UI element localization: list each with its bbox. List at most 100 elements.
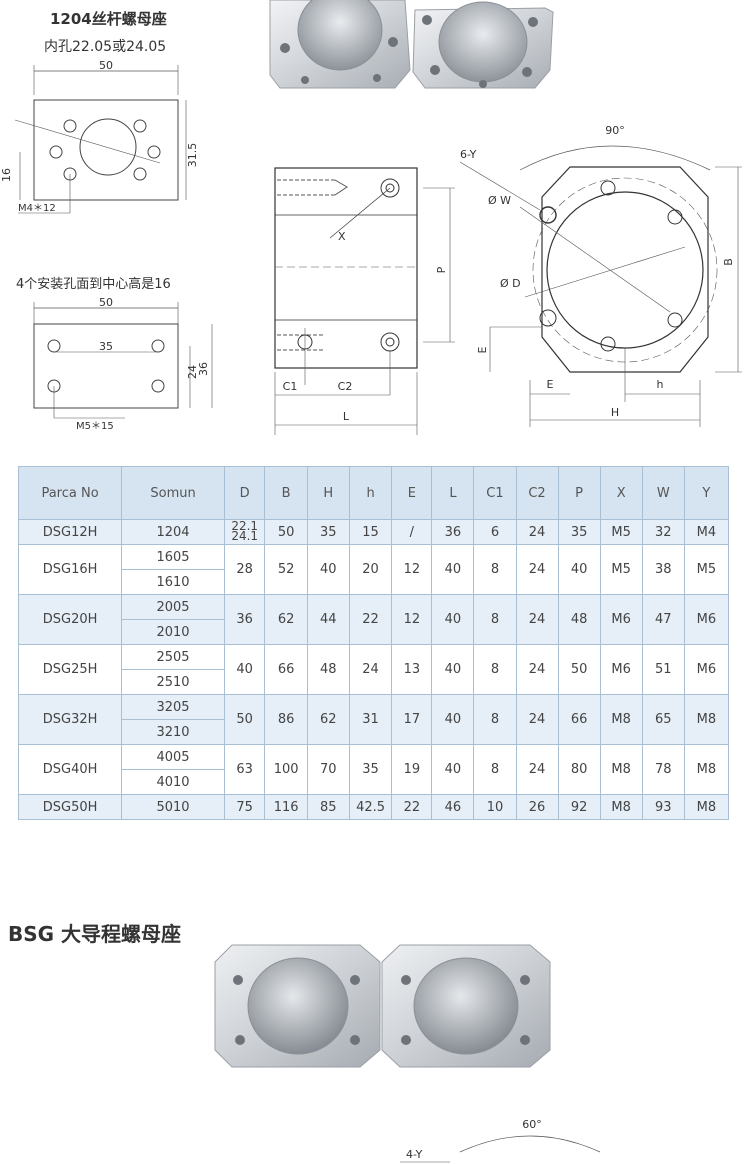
mounting-note: 4个安装孔面到中心高是16 (16, 277, 171, 292)
value-cell: M8 (683, 794, 730, 820)
col-header: Parca No (17, 466, 123, 520)
table-row: 2010 (19, 619, 729, 645)
value-cell: 40 (557, 544, 601, 595)
dim-c2: C2 (338, 380, 353, 393)
col-header: B (264, 466, 308, 520)
nut-cell: 1605 (121, 544, 225, 570)
value-cell: 20 (348, 544, 393, 595)
col-header: h (348, 466, 393, 520)
value-cell: 70 (306, 744, 350, 795)
nut-cell: 1610 (121, 569, 225, 595)
value-cell: 40 (431, 694, 475, 745)
value-cell: 92 (557, 794, 601, 820)
value-cell: 24 (348, 644, 393, 695)
value-cell: 35 (306, 519, 350, 545)
d-cell: 63 (223, 744, 266, 795)
value-cell: 40 (431, 744, 475, 795)
part-number-cell: DSG50H (17, 794, 123, 820)
value-cell: 36 (431, 519, 475, 545)
nut-cell: 2005 (121, 594, 225, 620)
value-cell: 12 (391, 594, 433, 645)
value-cell: 8 (473, 744, 517, 795)
hole-spec-m4: M4＊12 (18, 203, 56, 214)
value-cell: 66 (557, 694, 601, 745)
value-cell: 15 (348, 519, 393, 545)
value-cell: M5 (599, 544, 643, 595)
col-header: C1 (473, 466, 517, 520)
value-cell: 12 (391, 544, 433, 595)
value-cell: 22 (348, 594, 393, 645)
value-cell: 13 (391, 644, 433, 695)
dim-h-small: h (657, 378, 664, 391)
dim-50-top: 50 (99, 59, 113, 72)
d-cell: 75 (223, 794, 266, 820)
value-cell: 24 (515, 744, 559, 795)
drawing-side-view: X P C1 C2 L (274, 167, 455, 435)
value-cell: 116 (264, 794, 308, 820)
value-cell: 40 (431, 544, 475, 595)
col-header: W (641, 466, 685, 520)
value-cell: 35 (557, 519, 601, 545)
drawing-1204-top: 50 31.5 16 M4＊12 (0, 59, 199, 214)
dim-36: 36 (197, 362, 210, 376)
value-cell: M8 (599, 744, 643, 795)
nut-cell: 4005 (121, 744, 225, 770)
value-cell: M4 (683, 519, 730, 545)
value-cell: M6 (599, 644, 643, 695)
holes-6y: 6-Y (460, 148, 477, 161)
value-cell: 85 (306, 794, 350, 820)
part-number-cell: DSG16H (17, 544, 123, 595)
dim-c1: C1 (283, 380, 298, 393)
value-cell: 8 (473, 594, 517, 645)
value-cell: 38 (641, 544, 685, 595)
value-cell: 17 (391, 694, 433, 745)
col-header: P (557, 466, 601, 520)
d-cell: 40 (223, 644, 266, 695)
value-cell: 24 (515, 644, 559, 695)
col-header: X (599, 466, 643, 520)
product-photo-top (269, 0, 554, 89)
value-cell: 32 (641, 519, 685, 545)
value-cell: 62 (264, 594, 308, 645)
dim-w: Ø W (488, 194, 511, 207)
value-cell: 24 (515, 694, 559, 745)
d-cell: 50 (223, 694, 266, 745)
dim-31-5: 31.5 (186, 143, 199, 168)
bore-note: 内孔22.05或24.05 (44, 39, 167, 55)
d-value-top: 22.1 (231, 518, 259, 533)
value-cell: 31 (348, 694, 393, 745)
col-header: C2 (515, 466, 559, 520)
dim-d: Ø D (500, 277, 521, 290)
part-number-cell: DSG20H (17, 594, 123, 645)
table-header-row: Parca No Somun D B H h E L C1 C2 P X W Y (17, 466, 730, 520)
value-cell: 24 (515, 519, 559, 545)
value-cell: M6 (683, 644, 730, 695)
nut-cell: 3210 (121, 719, 225, 745)
value-cell: 78 (641, 744, 685, 795)
value-cell: M8 (683, 744, 730, 795)
value-cell: 50 (264, 519, 308, 545)
value-cell: 51 (641, 644, 685, 695)
value-cell: 8 (473, 544, 517, 595)
value-cell: M5 (599, 519, 643, 545)
value-cell: 42.5 (348, 794, 393, 820)
nut-cell: 3205 (121, 694, 225, 720)
value-cell: 48 (306, 644, 350, 695)
bsg-angle-60: 60° (522, 1118, 542, 1131)
value-cell: 50 (557, 644, 601, 695)
dim-l: L (343, 410, 350, 423)
dim-35-bottom: 35 (99, 340, 113, 353)
value-cell: 24 (515, 544, 559, 595)
value-cell: 47 (641, 594, 685, 645)
value-cell: 10 (473, 794, 517, 820)
value-cell: 46 (431, 794, 475, 820)
value-cell: 40 (431, 594, 475, 645)
value-cell: 48 (557, 594, 601, 645)
hole-spec-m5: M5＊15 (76, 421, 114, 432)
nut-cell: 2505 (121, 644, 225, 670)
value-cell: M6 (683, 594, 730, 645)
